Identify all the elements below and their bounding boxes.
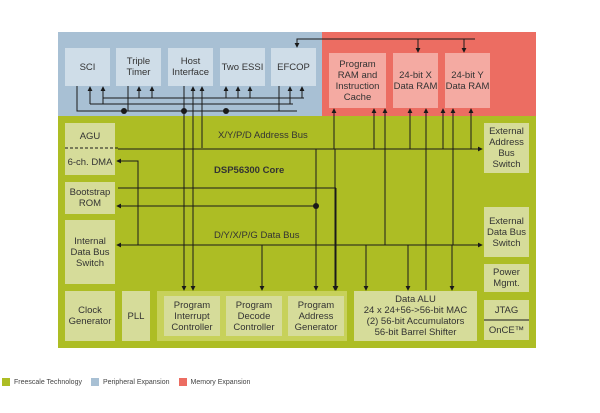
data-alu-accumulators: (2) 56-bit Accumulators: [366, 316, 465, 327]
agu-dma-block: AGU 6-ch. DMA: [65, 123, 115, 175]
program-ram-block: Program RAM and Instruction Cache: [329, 53, 386, 108]
address-gen-label: Program Address Generator: [294, 299, 338, 333]
legend-swatch-memory: [178, 378, 187, 386]
clock-label: Clock Generator: [68, 305, 112, 327]
bootstrap-rom-block: Bootstrap ROM: [65, 182, 115, 214]
core-title: DSP56300 Core: [214, 165, 285, 176]
address-bus-label: X/Y/P/D Address Bus: [218, 130, 308, 141]
program-interrupt-controller-block: Program Interrupt Controller: [164, 296, 220, 336]
power-management-block: Power Mgmt.: [484, 264, 529, 292]
host-interface-block: Host Interface: [168, 48, 213, 86]
pll-label: PLL: [127, 310, 145, 322]
x-data-ram-label: 24-bit X Data RAM: [393, 69, 438, 92]
bootstrap-label: Bootstrap ROM: [69, 187, 111, 209]
data-alu-shifter: 56-bit Barrel Shifter: [374, 327, 457, 338]
data-alu-block: Data ALU 24 x 24+56->56-bit MAC (2) 56-b…: [354, 291, 477, 341]
x-data-ram-block: 24-bit X Data RAM: [393, 53, 438, 108]
jtag-once-block: JTAG OnCE™: [484, 300, 529, 340]
external-data-bus-switch-block: External Data Bus Switch: [484, 207, 529, 257]
pll-block: PLL: [122, 291, 150, 341]
legend-label-freescale: Freescale Technology: [14, 378, 82, 386]
decode-label: Program Decode Controller: [233, 299, 275, 333]
power-label: Power Mgmt.: [493, 267, 520, 289]
ext-address-label: External Address Bus Switch: [489, 126, 524, 170]
program-address-generator-block: Program Address Generator: [288, 296, 344, 336]
dma-label: 6-ch. DMA: [67, 156, 113, 168]
sci-block: SCI: [65, 48, 110, 86]
triple-timer-label: Triple Timer: [126, 56, 151, 78]
jtag-label: JTAG: [494, 304, 519, 316]
internal-switch-label: Internal Data Bus Switch: [70, 235, 110, 269]
sci-label: SCI: [79, 61, 96, 73]
y-data-ram-label: 24-bit Y Data RAM: [445, 69, 490, 92]
efcop-label: EFCOP: [277, 61, 310, 73]
y-data-ram-block: 24-bit Y Data RAM: [445, 53, 490, 108]
external-address-bus-switch-block: External Address Bus Switch: [484, 123, 529, 173]
interrupt-label: Program Interrupt Controller: [171, 299, 213, 333]
data-bus-label: D/Y/X/P/G Data Bus: [214, 230, 300, 241]
legend-label-memory: Memory Expansion: [190, 378, 251, 386]
efcop-block: EFCOP: [271, 48, 316, 86]
legend-swatch-peripheral: [90, 378, 99, 386]
legend-label-peripheral: Peripheral Expansion: [102, 378, 170, 386]
triple-timer-block: Triple Timer: [116, 48, 161, 86]
agu-label: AGU: [79, 130, 101, 142]
internal-data-bus-switch-block: Internal Data Bus Switch: [65, 220, 115, 284]
two-essi-label: Two ESSI: [221, 61, 264, 73]
ext-data-label: External Data Bus Switch: [486, 215, 527, 249]
clock-generator-block: Clock Generator: [65, 291, 115, 341]
data-alu-mac: 24 x 24+56->56-bit MAC: [363, 305, 468, 316]
program-decode-controller-block: Program Decode Controller: [226, 296, 282, 336]
once-label: OnCE™: [488, 324, 525, 336]
two-essi-block: Two ESSI: [220, 48, 265, 86]
program-ram-label: Program RAM and Instruction Cache: [335, 58, 380, 103]
legend-swatch-freescale: [2, 378, 10, 386]
data-alu-title: Data ALU: [395, 294, 436, 305]
host-interface-label: Host Interface: [172, 56, 209, 78]
legend: Freescale Technology Peripheral Expansio…: [0, 378, 250, 386]
